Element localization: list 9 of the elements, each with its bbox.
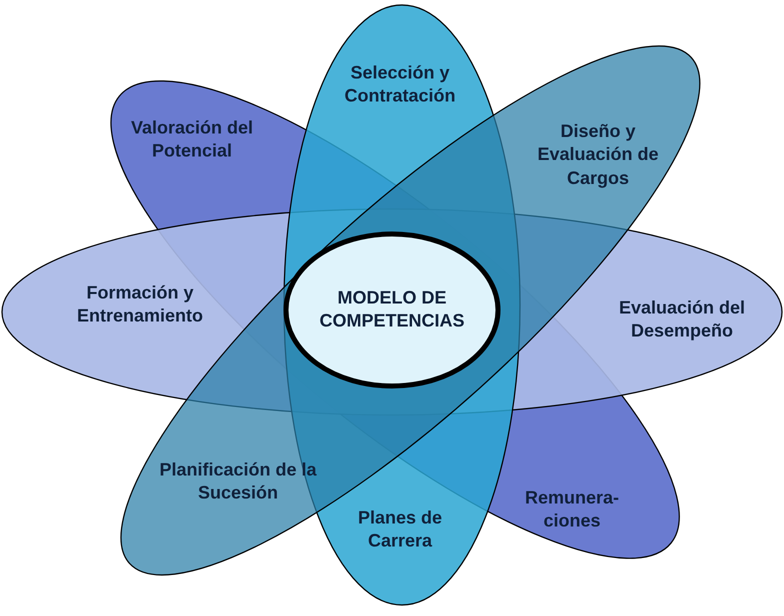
petal-label: Evaluación del Desempeño	[618, 296, 746, 343]
petal-label: Planificación de la Sucesión	[158, 458, 318, 505]
petal-label: Formación y Entrenamiento	[76, 282, 204, 328]
petal-label: Planes de Carrera	[356, 506, 444, 553]
petal-label: Diseño y Evaluación de Cargos	[536, 120, 660, 190]
petal-label: Valoración del Potencial	[130, 116, 254, 163]
petal-label: Selección y Contratación	[343, 62, 456, 108]
center-label: MODELO DE COMPETENCIAS	[318, 286, 466, 333]
petal-label: Remunera- ciones	[524, 486, 620, 533]
